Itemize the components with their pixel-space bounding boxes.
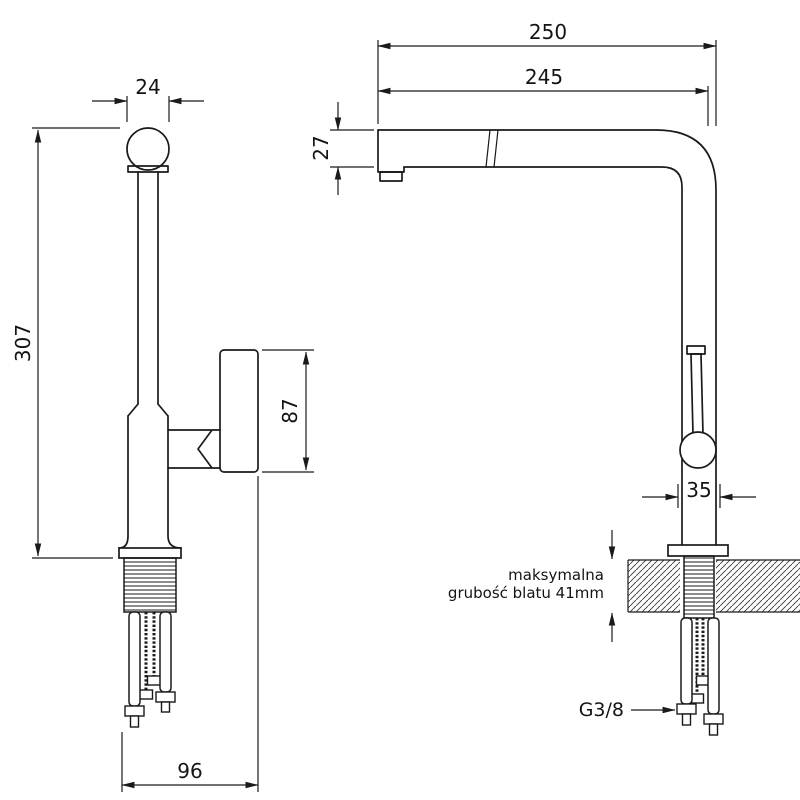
spout-inner-edge <box>403 166 683 546</box>
dim-35-text-mask <box>683 483 715 501</box>
spout-cap-circle <box>126 127 170 171</box>
countertop-note-line2: grubość blatu 41mm <box>448 584 604 602</box>
dimension-250: 250 <box>377 20 717 126</box>
supply-hose <box>707 617 720 715</box>
dim-250-extension-lines <box>377 40 717 126</box>
hose-tail <box>681 713 692 726</box>
lever-handle <box>690 353 704 435</box>
thread-size-callout: G3/8 <box>579 699 676 721</box>
dimension-27: 27 <box>309 102 374 195</box>
pullout-joint-lines <box>485 129 499 168</box>
handle-stub <box>167 429 221 469</box>
aerator <box>379 171 403 182</box>
thread-size-label: G3/8 <box>579 699 624 721</box>
faucet-body <box>118 415 182 549</box>
base-plate <box>118 547 182 559</box>
dim-35-value: 35 <box>686 478 711 502</box>
cap-base-disc <box>127 165 169 173</box>
dimension-245: 245 <box>377 65 709 126</box>
spout-outer-edge <box>377 129 717 546</box>
hose-tail <box>129 715 140 728</box>
stud-nut <box>138 689 154 700</box>
dim-96-value: 96 <box>177 759 202 783</box>
base-plate-side <box>667 544 729 557</box>
countertop-section: maksymalna grubość blatu 41mm <box>448 530 800 642</box>
dim-307-extension-lines <box>32 127 120 559</box>
dim-24-value: 24 <box>135 75 160 99</box>
dim-27-value: 27 <box>309 135 333 160</box>
supply-hose <box>680 617 693 705</box>
dimension-96: 96 <box>121 476 259 792</box>
dim-87-value: 87 <box>278 398 302 423</box>
dim-250-value: 250 <box>529 20 567 44</box>
lever-top-cap <box>686 345 706 355</box>
supply-hose <box>159 611 172 693</box>
dim-245-value: 245 <box>525 65 563 89</box>
dim-24-extension-lines <box>126 96 170 122</box>
hose-fitting <box>703 713 724 725</box>
front-faucet-outline <box>118 127 259 613</box>
dim-87-extension-lines <box>262 349 314 473</box>
stud-nut <box>146 675 162 686</box>
side-view: maksymalna grubość blatu 41mm 250 245 <box>309 20 800 736</box>
hose-fitting <box>155 691 176 703</box>
hose-tail <box>708 723 719 736</box>
side-mounting-hardware <box>676 617 724 736</box>
dimension-24: 24 <box>92 75 204 122</box>
front-view: 24 307 87 96 <box>11 75 314 792</box>
side-faucet-outline <box>377 129 729 557</box>
lever-ball-joint <box>679 431 717 469</box>
hose-tail <box>160 701 171 713</box>
dim-27-extension-lines <box>330 129 374 168</box>
threaded-shank <box>123 557 177 613</box>
spout-head <box>377 129 405 173</box>
dim-307-value: 307 <box>11 324 35 362</box>
dimension-87: 87 <box>262 349 314 473</box>
countertop-note-line1: maksymalna <box>508 566 604 584</box>
riser-pipe <box>137 171 159 405</box>
hose-fitting <box>124 705 145 717</box>
body-transition <box>127 403 169 417</box>
front-mounting-hardware <box>124 611 176 728</box>
dimension-307: 307 <box>11 127 120 559</box>
supply-hose <box>128 611 141 707</box>
handle-front <box>219 349 259 473</box>
dim-96-extension-lines <box>121 476 259 792</box>
dimension-35: 35 <box>642 478 756 508</box>
hose-fitting <box>676 703 697 715</box>
threaded-shank-side <box>683 555 715 619</box>
